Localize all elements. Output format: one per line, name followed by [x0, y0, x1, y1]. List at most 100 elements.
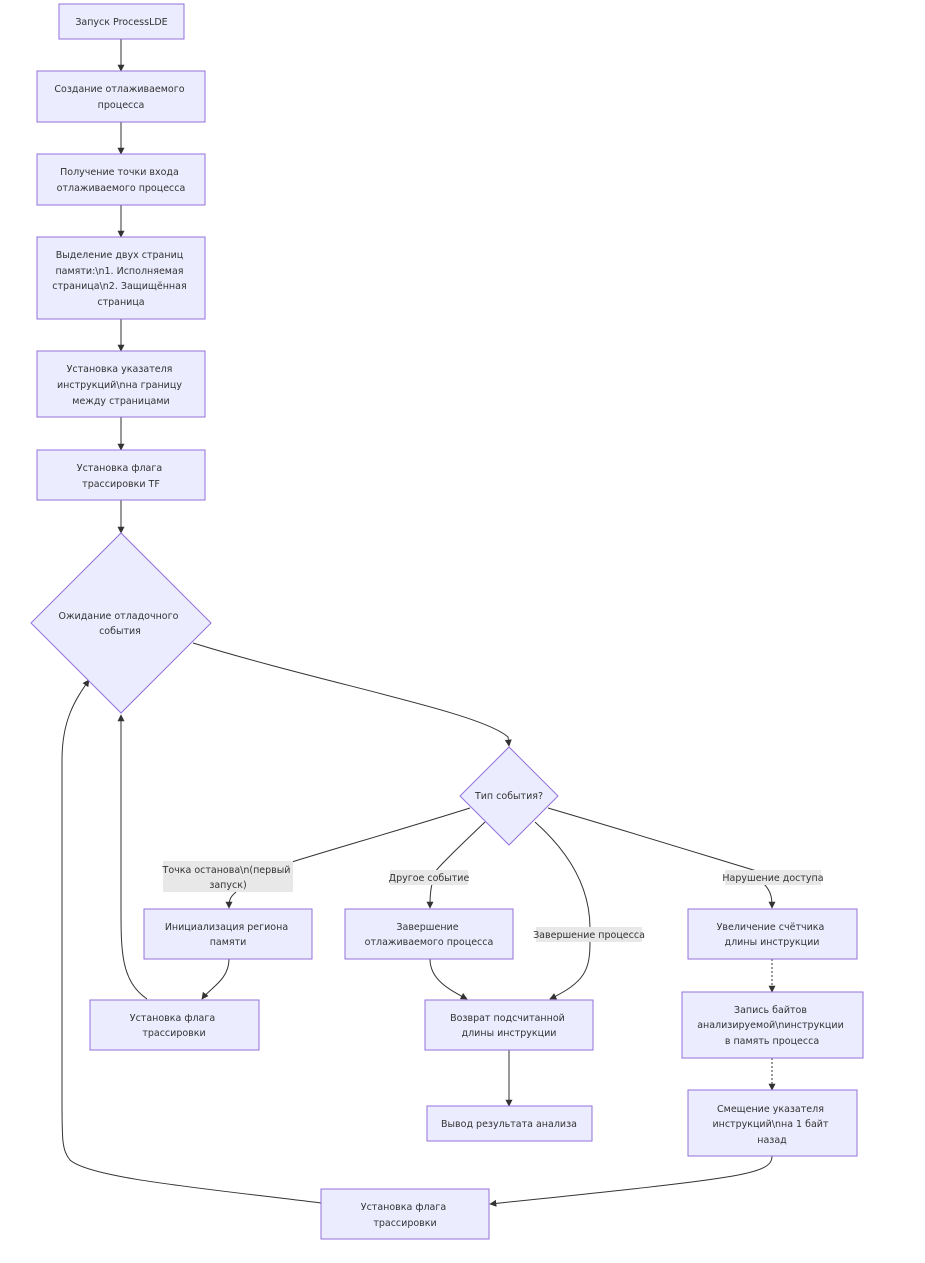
svg-text:Установка флага трасси: Установка флага трассировки: [130, 1013, 218, 1039]
node-return-length-line: Возврат подсчитанной: [450, 1013, 565, 1024]
node-finish-process-line: отлаживаемого процесса: [365, 937, 494, 948]
svg-text:Завершение отлаживаемо: Завершение отлаживаемого процесса: [365, 922, 494, 948]
node-set-ip-line: Установка указателя: [67, 364, 173, 375]
edge-label-breakpoint: Точка останова\n(первый запуск): [162, 861, 294, 892]
node-shift-ip-line: назад: [757, 1135, 787, 1146]
edge-setflag-to-wait: [117, 714, 148, 1000]
node-entry-point-line: отлаживаемого процесса: [57, 183, 186, 194]
node-inc-counter-line: Увеличение счётчика: [717, 922, 825, 933]
node-event-type-line: Тип события?: [474, 791, 543, 802]
edge-label-other-event: Другое событие: [389, 870, 470, 885]
edge-label-breakpoint-line: Точка останова\n(первый: [162, 865, 291, 876]
svg-text:Ожидание отладочного с: Ожидание отладочного события: [59, 611, 182, 637]
svg-text:Установка флага трасси: Установка флага трассировки: [361, 1202, 449, 1229]
node-set-flag-left[interactable]: Установка флага трассировки: [89, 999, 260, 1051]
node-shift-ip-line: Смещение указателя: [717, 1104, 824, 1115]
svg-text:Запись байтов анализир: Запись байтов анализируемой\nинструкции …: [697, 1005, 847, 1047]
edge-finish-to-return: [429, 958, 468, 1000]
edge-label-other-event-line: Другое событие: [389, 873, 470, 884]
node-set-flag-bottom-line: Установка флага: [361, 1202, 446, 1213]
node-start-line: Запуск ProcessLDE: [75, 17, 167, 28]
node-wait-event[interactable]: Ожидание отладочного события: [30, 532, 212, 714]
edge-eventtype-breakpoint: [291, 807, 471, 863]
edge-access-to-inc: [763, 883, 776, 909]
node-init-region-line: Инициализация региона: [165, 922, 288, 933]
node-return-length-line: длины инструкции: [462, 1028, 557, 1039]
node-set-flag-bottom[interactable]: Установка флага трассировки: [320, 1188, 490, 1240]
edge-other-to-finish: [426, 883, 434, 909]
node-inc-counter[interactable]: Увеличение счётчика длины инструкции: [687, 908, 858, 960]
svg-text:Другое событие: Другое событие: [389, 873, 470, 884]
node-set-ip[interactable]: Установка указателя инструкций\nна грани…: [36, 350, 206, 418]
node-return-length[interactable]: Возврат подсчитанной длины инструкции: [424, 999, 594, 1051]
node-write-bytes-line: анализируемой\nинструкции: [697, 1020, 844, 1031]
svg-text:Инициализация региона: Инициализация региона памяти: [165, 922, 291, 948]
svg-text:Возврат подсчитанной д: Возврат подсчитанной длины инструкции: [450, 1013, 568, 1039]
node-create-process-line: процесса: [98, 100, 145, 111]
svg-text:Нарушение доступа: Нарушение доступа: [722, 873, 823, 884]
node-set-flag-left-line: трассировки: [142, 1028, 205, 1039]
edge-label-breakpoint-line: запуск): [209, 880, 246, 891]
edge-labels: Точка останова\n(первый запуск) Другое с…: [162, 861, 824, 942]
node-set-tf[interactable]: Установка флага трассировки TF: [36, 449, 206, 501]
node-set-ip-line: инструкций\nна границу: [57, 380, 182, 391]
svg-text:Запуск ProcessLDE: Запуск ProcessLDE: [75, 17, 167, 28]
svg-text:Смещение указателя инс: Смещение указателя инструкций\nна 1 байт…: [712, 1104, 831, 1146]
svg-text:Завершение процесса: Завершение процесса: [533, 930, 645, 941]
nodes: Запуск ProcessLDE Создание отлаживаемого…: [30, 3, 864, 1240]
node-alloc-pages-line: страница\n2. Защищённая: [52, 281, 186, 292]
edge-setflag-to-wait-loop: [61, 679, 322, 1204]
edge-label-process-exit: Завершение процесса: [533, 927, 645, 942]
edge-init-to-setflag: [201, 958, 230, 1000]
node-init-region[interactable]: Инициализация региона памяти: [143, 908, 313, 960]
edge-shift-to-setflag: [489, 1155, 773, 1207]
node-set-tf-line: Установка флага: [77, 463, 162, 474]
node-finish-process[interactable]: Завершение отлаживаемого процесса: [344, 908, 514, 960]
node-start[interactable]: Запуск ProcessLDE: [58, 3, 185, 40]
node-wait-event-line: Ожидание отладочного: [59, 611, 179, 622]
edges: [61, 39, 776, 1207]
node-set-ip-line: между страницами: [72, 396, 169, 407]
node-entry-point[interactable]: Получение точки входа отлаживаемого проц…: [36, 153, 206, 206]
node-entry-point-line: Получение точки входа: [60, 167, 179, 178]
node-set-flag-bottom-line: трассировки: [373, 1218, 436, 1229]
node-inc-counter-line: длины инструкции: [725, 937, 820, 948]
node-alloc-pages[interactable]: Выделение двух страниц памяти:\n1. Испол…: [36, 236, 206, 320]
node-set-flag-left-line: Установка флага: [130, 1013, 215, 1024]
svg-text:Создание отлаживаемого: Создание отлаживаемого процесса: [54, 84, 187, 111]
svg-text:Получение точки входа: Получение точки входа отлаживаемого проц…: [57, 167, 186, 194]
edge-eventtype-exit: [534, 821, 591, 929]
node-create-process[interactable]: Создание отлаживаемого процесса: [36, 70, 206, 123]
svg-text:Точка останова\n(первый: Точка останова\n(первый запуск): [162, 865, 294, 891]
edge-eventtype-other: [434, 821, 486, 873]
node-write-bytes-line: в память процесса: [725, 1036, 819, 1047]
node-alloc-pages-line: страница: [97, 297, 144, 308]
svg-text:Установка флага трасси: Установка флага трассировки TF: [77, 463, 165, 490]
edge-wait-to-eventtype: [192, 642, 512, 747]
node-create-process-line: Создание отлаживаемого: [54, 84, 184, 95]
svg-text:Тип события?: Тип события?: [474, 791, 543, 802]
node-event-type[interactable]: Тип события?: [459, 746, 559, 846]
node-write-bytes[interactable]: Запись байтов анализируемой\nинструкции …: [681, 991, 864, 1059]
edge-exit-to-return: [549, 941, 591, 1000]
node-init-region-line: памяти: [210, 937, 247, 948]
edge-eventtype-access: [547, 807, 761, 873]
svg-text:Увеличение счётчика дл: Увеличение счётчика длины инструкции: [717, 922, 828, 948]
node-wait-event-line: события: [99, 626, 141, 637]
edge-breakpoint-to-init: [225, 891, 237, 909]
node-alloc-pages-line: Выделение двух страниц: [56, 250, 184, 261]
svg-text:Вывод результата анализа: Вывод результата анализа: [441, 1119, 577, 1130]
svg-text:Выделение двух страниц: Выделение двух страниц памяти:\n1. Испол…: [52, 250, 189, 308]
node-set-tf-line: трассировки TF: [82, 479, 160, 490]
edge-label-access-violation: Нарушение доступа: [722, 870, 824, 885]
node-output-result[interactable]: Вывод результата анализа: [426, 1105, 593, 1142]
node-shift-ip[interactable]: Смещение указателя инструкций\nна 1 байт…: [687, 1089, 858, 1157]
node-write-bytes-line: Запись байтов: [734, 1005, 807, 1016]
node-output-result-line: Вывод результата анализа: [441, 1119, 577, 1130]
edge-label-access-violation-line: Нарушение доступа: [722, 873, 823, 884]
edge-label-process-exit-line: Завершение процесса: [533, 930, 645, 941]
svg-text:Установка указателя ин: Установка указателя инструкций\nна грани…: [57, 364, 185, 407]
node-shift-ip-line: инструкций\nна 1 байт: [712, 1119, 829, 1130]
node-finish-process-line: Завершение: [396, 922, 458, 933]
